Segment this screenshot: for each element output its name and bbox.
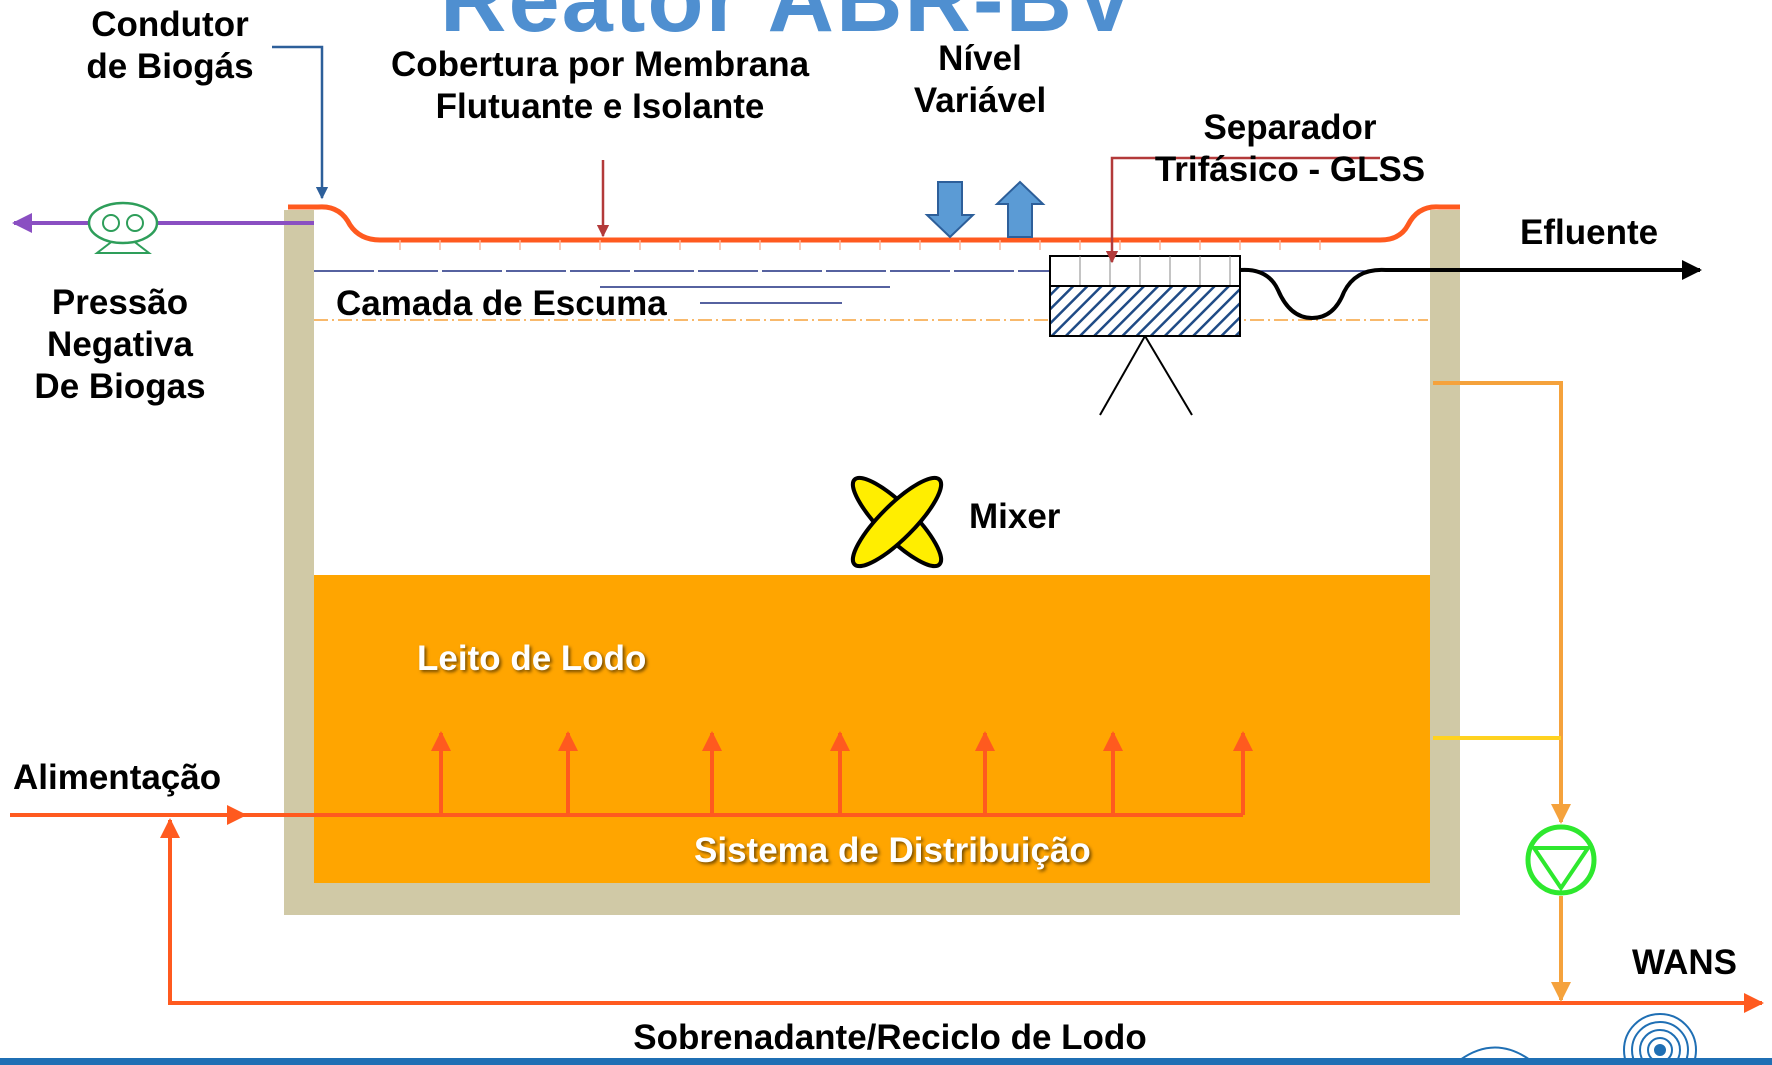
biogas-blower-icon: [87, 201, 159, 254]
cobertura-label: Cobertura por Membrana Flutuante e Isola…: [390, 45, 810, 126]
level-up-arrow-icon: [994, 180, 1046, 238]
separador-pointer: [1105, 156, 1380, 264]
pressao-label: Pressão Negativa De Biogas: [34, 283, 206, 406]
pump-icon: [1525, 824, 1597, 896]
withdrawal-lines: [1433, 381, 1571, 1002]
membrane-ticks: [399, 240, 1321, 250]
sobrenadante-label: Sobrenadante/Reciclo de Lodo: [633, 1018, 1147, 1057]
scum-lines: [314, 270, 1380, 304]
alimentacao-label: Alimentação: [13, 758, 222, 797]
sludge-bed: [314, 575, 1430, 883]
condutor-pointer: [272, 45, 329, 200]
page-title: Reator ABR-BV: [440, 0, 1138, 51]
wans-label: WANS: [1632, 943, 1737, 982]
nivel-label: Nível Variável: [913, 39, 1047, 120]
mixer-label: Mixer: [969, 497, 1061, 536]
separador-label: Separador Trifásico - GLSS: [1154, 108, 1426, 189]
efluente-label: Efluente: [1520, 213, 1659, 252]
effluent-line: [1239, 260, 1702, 321]
level-down-arrow-icon: [924, 181, 976, 239]
distribution-system: [10, 731, 1253, 825]
glss-separator: [1049, 255, 1241, 416]
footer-bar: [0, 1058, 1772, 1065]
tank-walls: [284, 210, 1460, 915]
distribuicao-label: Sistema de Distribuição: [694, 831, 1091, 870]
escuma-label: Camada de Escuma: [336, 284, 667, 323]
mixer-icon: [850, 475, 944, 569]
logo-spiral-icon: [1459, 1013, 1697, 1065]
membrane-cover: [288, 204, 1460, 243]
leito-label: Leito de Lodo: [417, 639, 647, 678]
recycle-line: [160, 818, 1561, 1005]
condutor-label: Condutor de Biogás: [86, 5, 254, 86]
